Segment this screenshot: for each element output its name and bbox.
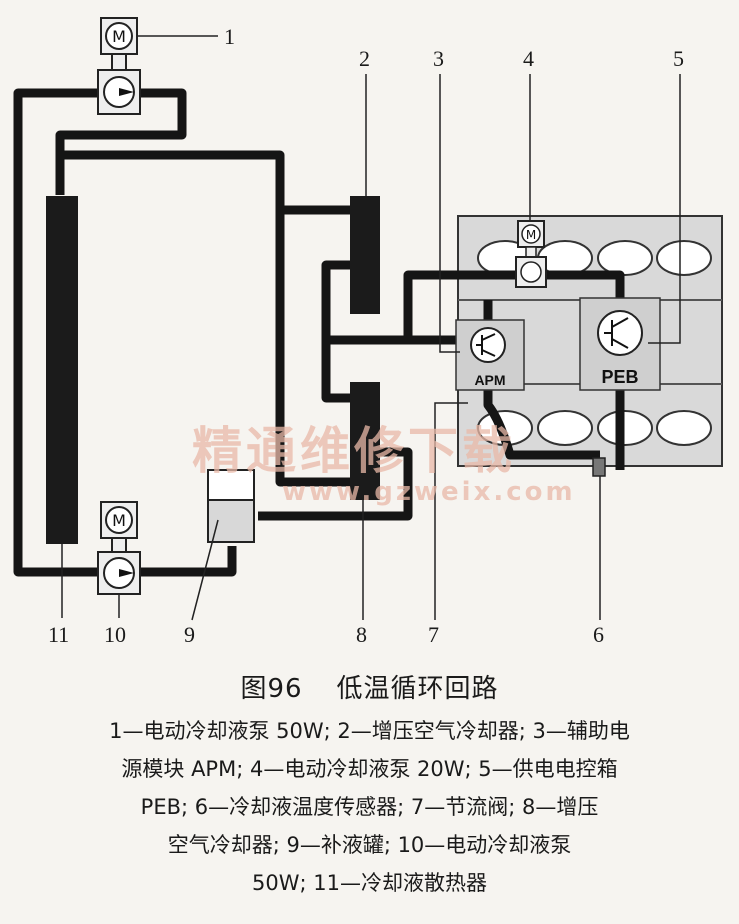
- temperature-sensor: [592, 457, 606, 477]
- legend-line: PEB; 6—冷却液温度传感器; 7—节流阀; 8—增压: [140, 795, 599, 819]
- charge-air-cooler-2: [350, 196, 380, 314]
- callout-11: 11: [48, 622, 69, 647]
- legend-line: 源模块 APM; 4—电动冷却液泵 20W; 5—供电电控箱: [121, 757, 618, 781]
- callout-8: 8: [356, 622, 367, 647]
- legend: 1—电动冷却液泵 50W; 2—增压空气冷却器; 3—辅助电 源模块 APM; …: [24, 712, 715, 902]
- svg-text:M: M: [526, 228, 536, 242]
- figure-title: 低温循环回路: [336, 674, 499, 704]
- pump-10: M: [97, 501, 141, 595]
- coolant-pipes: [13, 88, 625, 577]
- pump-4: M: [515, 220, 547, 288]
- callout-7: 7: [428, 622, 439, 647]
- radiator: [46, 196, 78, 544]
- legend-line: 50W; 11—冷却液散热器: [252, 871, 487, 895]
- pump-1: M: [97, 17, 141, 115]
- svg-text:M: M: [112, 511, 126, 530]
- callout-2: 2: [359, 46, 370, 71]
- apm-label: APM: [474, 372, 505, 388]
- callout-10: 10: [104, 622, 126, 647]
- expansion-tank: [207, 469, 255, 543]
- callout-5: 5: [673, 46, 684, 71]
- watermark-url: www.gzweix.com: [282, 477, 576, 507]
- leader-lines: [61, 35, 681, 621]
- legend-line: 1—电动冷却液泵 50W; 2—增压空气冷却器; 3—辅助电: [109, 719, 630, 743]
- figure-caption: 图96 低温循环回路: [0, 668, 739, 705]
- callout-1: 1: [224, 24, 235, 49]
- peb-label: PEB: [601, 367, 638, 387]
- peb-module: PEB: [579, 297, 661, 391]
- callout-9: 9: [184, 622, 195, 647]
- svg-text:M: M: [112, 27, 126, 46]
- apm-module: APM: [455, 319, 525, 391]
- callout-4: 4: [523, 46, 534, 71]
- coolant-circuit-diagram: M M M APM: [13, 17, 723, 647]
- charge-air-cooler-8: [350, 382, 380, 500]
- legend-line: 空气冷却器; 9—补液罐; 10—电动冷却液泵: [167, 833, 572, 857]
- callout-3: 3: [433, 46, 444, 71]
- figure-number: 图96: [240, 674, 303, 704]
- watermark-text: 精通维修下载: [192, 422, 516, 480]
- callout-6: 6: [593, 622, 604, 647]
